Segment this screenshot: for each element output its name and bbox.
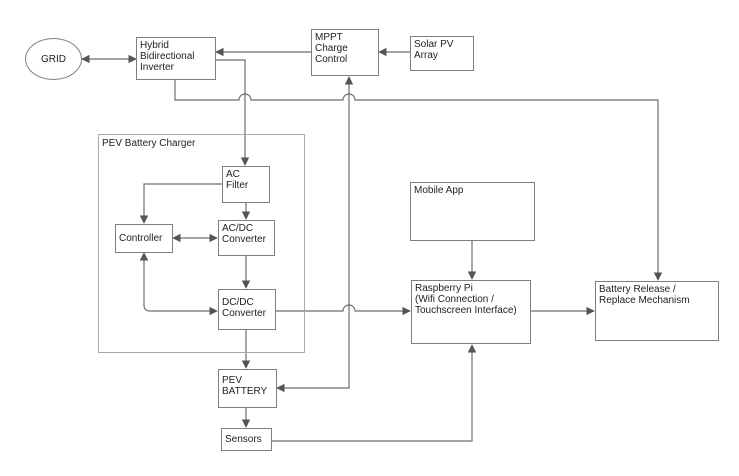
sensors-label: Sensors [225, 434, 262, 445]
edge-inverter-acfilter [215, 59, 250, 166]
controller-label: Controller [119, 233, 163, 244]
pev-battery-label: PEV BATTERY [222, 375, 268, 397]
grid-label: GRID [41, 53, 66, 65]
solar-node: Solar PV Array [410, 36, 474, 71]
sensors-node: Sensors [221, 428, 272, 451]
dcdc-converter-label: DC/DC Converter [222, 297, 266, 319]
battery-release-node: Battery Release / Replace Mechanism [595, 281, 719, 341]
controller-node: Controller [115, 224, 173, 253]
inverter-node: Hybrid Bidirectional Inverter [136, 37, 216, 80]
edge-mppt-battery [276, 76, 354, 393]
pev-battery-charger-group: PEV Battery Charger [98, 134, 305, 353]
acdc-converter-node: AC/DC Converter [218, 220, 275, 256]
mobile-app-node: Mobile App [410, 182, 535, 241]
ac-filter-node: AC Filter [222, 166, 270, 203]
solar-label: Solar PV Array [414, 39, 454, 61]
ac-filter-label: AC Filter [226, 169, 249, 191]
raspberry-pi-node: Raspberry Pi (Wifi Connection / Touchscr… [411, 280, 531, 344]
mppt-node: MPPT Charge Control [311, 29, 379, 76]
mppt-label: MPPT Charge Control [315, 32, 348, 65]
raspberry-pi-label: Raspberry Pi (Wifi Connection / Touchscr… [415, 283, 517, 316]
grid-node: GRID [25, 38, 82, 80]
pev-battery-charger-label: PEV Battery Charger [102, 138, 196, 149]
mobile-app-label: Mobile App [414, 185, 464, 196]
edge-sensors-pi [272, 344, 477, 442]
edge-controller-dcdc [139, 252, 218, 316]
edge-acfilter-controller [139, 183, 222, 224]
pev-battery-node: PEV BATTERY [218, 369, 277, 408]
acdc-converter-label: AC/DC Converter [222, 223, 266, 245]
battery-release-label: Battery Release / Replace Mechanism [599, 284, 690, 306]
dcdc-converter-node: DC/DC Converter [218, 289, 276, 330]
inverter-label: Hybrid Bidirectional Inverter [140, 40, 195, 73]
